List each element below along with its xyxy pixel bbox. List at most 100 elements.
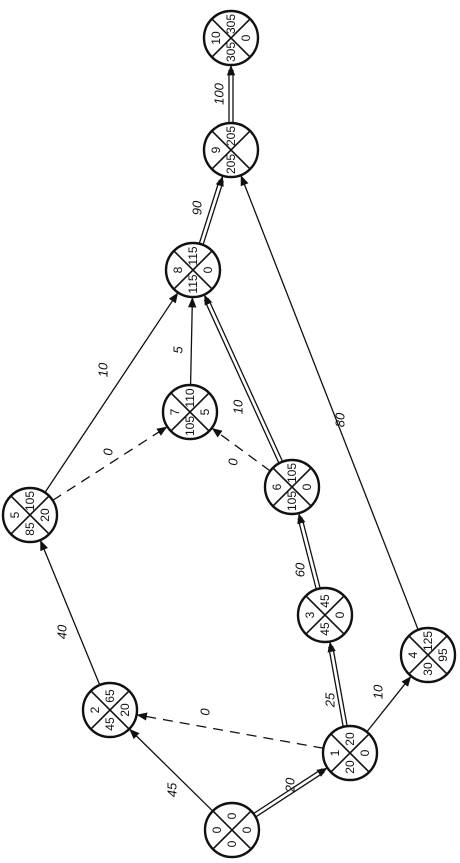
node-early-time: 115 xyxy=(186,274,200,293)
node-number: 5 xyxy=(8,511,22,518)
arrowhead xyxy=(316,767,328,777)
node-slack: 5 xyxy=(198,408,212,415)
node-divider xyxy=(212,810,252,850)
node-early-time: 105 xyxy=(183,416,197,436)
edge-line xyxy=(136,712,324,749)
edge-label-6-8: 10 xyxy=(231,399,246,414)
edge-label-5-8: 10 xyxy=(96,362,111,377)
node-late-time: 0 xyxy=(225,812,239,819)
node-number: 6 xyxy=(270,483,284,490)
edge-label-9-10: 100 xyxy=(212,82,227,104)
node-divider xyxy=(272,467,312,507)
node-late-time: 45 xyxy=(318,594,332,608)
node-late-time: 115 xyxy=(186,246,200,265)
edge-1-2 xyxy=(136,712,324,749)
edge-0-2 xyxy=(129,728,214,812)
edge-line xyxy=(328,646,344,727)
edge-4-9 xyxy=(240,175,419,631)
edge-line xyxy=(203,299,280,464)
edge-label-5-7: 0 xyxy=(101,448,116,456)
node-late-time: 205 xyxy=(224,126,238,146)
node-divider xyxy=(173,250,213,290)
edge-line xyxy=(301,517,321,589)
node-early-time: 45 xyxy=(103,717,117,731)
arrowhead xyxy=(204,294,213,306)
node-late-time: 125 xyxy=(421,631,435,651)
edge-6-8 xyxy=(203,294,284,464)
edge-label-1-4: 10 xyxy=(371,684,386,699)
edge-line xyxy=(207,298,284,462)
node-divider xyxy=(211,18,251,58)
edge-line xyxy=(240,175,419,631)
node-early-time: 205 xyxy=(224,154,238,174)
node-early-time: 305 xyxy=(224,42,238,62)
edge-line xyxy=(52,426,168,501)
node-slack: 20 xyxy=(38,508,52,522)
node-late-time: 105 xyxy=(285,463,299,483)
edge-8-9 xyxy=(198,175,224,246)
node-early-time: 85 xyxy=(23,522,37,536)
edge-label-7-8: 5 xyxy=(171,346,186,354)
node-number: 10 xyxy=(209,31,223,45)
arrowhead xyxy=(297,513,306,525)
edge-2-5 xyxy=(40,539,101,686)
edge-3-6 xyxy=(297,513,321,590)
node-number: 0 xyxy=(210,826,224,833)
node-number: 3 xyxy=(303,611,317,618)
edge-line xyxy=(211,427,271,472)
edge-1-4 xyxy=(366,676,412,733)
edge-0-1 xyxy=(253,767,328,818)
edge-line xyxy=(255,771,325,818)
edge-label-8-9: 90 xyxy=(190,200,205,215)
edge-line xyxy=(188,296,197,386)
node-divider xyxy=(211,130,251,170)
edge-label-6-7: 0 xyxy=(226,458,241,466)
node-early-time: 45 xyxy=(318,622,332,636)
edge-label-0-1: 20 xyxy=(283,777,298,793)
node-number: 4 xyxy=(406,651,420,658)
node-number: 8 xyxy=(171,266,185,273)
node-number: 1 xyxy=(328,749,342,756)
edge-6-7 xyxy=(211,427,271,472)
edge-label-0-2: 45 xyxy=(165,782,180,797)
edge-label-4-9: 80 xyxy=(333,412,348,427)
node-slack: 0 xyxy=(201,266,215,273)
node-slack: 0 xyxy=(333,611,347,618)
node-slack: 0 xyxy=(300,483,314,490)
node-late-time: 65 xyxy=(103,689,117,703)
nodes-layer: 0000120200265452034545041253095510585206… xyxy=(1,9,457,859)
node-slack: 0 xyxy=(358,749,372,756)
edge-9-10 xyxy=(226,64,236,123)
edge-line xyxy=(202,180,224,246)
edge-line xyxy=(253,768,323,815)
node-slack: 95 xyxy=(436,648,450,662)
edge-5-8 xyxy=(44,292,179,493)
node-late-time: 110 xyxy=(183,388,197,407)
event-node-3: 345 450 xyxy=(296,586,354,644)
node-slack: 20 xyxy=(118,703,132,717)
edge-label-1-3: 25 xyxy=(323,692,338,708)
node-divider xyxy=(170,392,210,432)
node-early-time: 30 xyxy=(421,662,435,676)
node-divider xyxy=(330,733,370,773)
node-number: 9 xyxy=(209,146,223,153)
edge-line xyxy=(40,539,101,686)
edge-label-3-6: 60 xyxy=(293,562,308,577)
node-number: 2 xyxy=(88,706,102,713)
edge-line xyxy=(332,646,348,727)
edge-line xyxy=(366,676,412,733)
edge-line xyxy=(129,728,214,812)
edge-7-8 xyxy=(188,296,197,386)
node-divider xyxy=(90,690,130,730)
edge-line xyxy=(44,292,179,493)
